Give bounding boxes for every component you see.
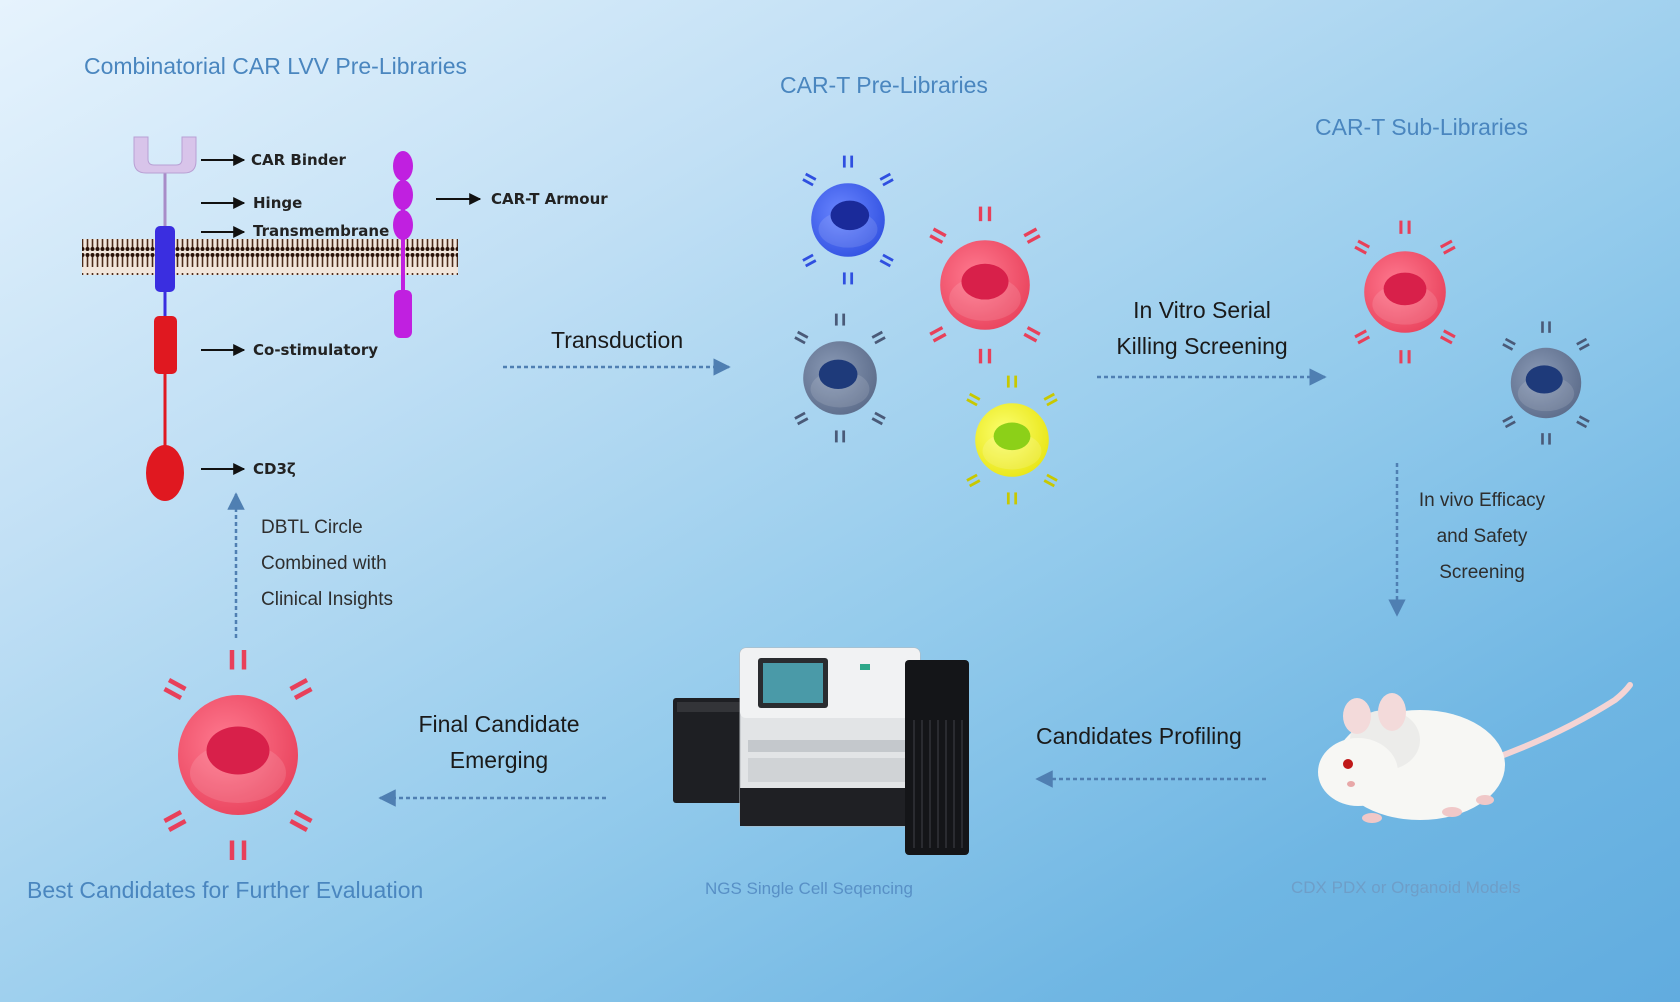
label-car-binder: CAR Binder xyxy=(251,151,346,169)
section-title-cart-sublibraries: CAR-T Sub-Libraries xyxy=(1315,114,1529,140)
step-candidates-profiling: Candidates Profiling xyxy=(1036,723,1242,749)
label-hinge: Hinge xyxy=(253,194,303,212)
cell-red-prelib xyxy=(929,206,1041,364)
ngs-sequencer-icon xyxy=(673,647,969,855)
car-t-armour-shape xyxy=(393,151,413,338)
section-title-cart-prelibraries: CAR-T Pre-Libraries xyxy=(780,72,988,98)
step-killing-screening: In Vitro Serial Killing Screening xyxy=(1116,297,1288,359)
flow-arrows xyxy=(227,358,1406,807)
cell-gray-prelib xyxy=(794,313,886,443)
car-construct-illustration xyxy=(82,136,482,501)
section-title-lvv-prelibraries: Combinatorial CAR LVV Pre-Libraries xyxy=(84,53,468,79)
costimulatory-domain xyxy=(154,316,177,374)
label-transmembrane: Transmembrane xyxy=(253,222,390,240)
label-costimulatory: Co-stimulatory xyxy=(253,341,379,359)
label-arrows xyxy=(201,154,482,475)
step-transduction: Transduction xyxy=(551,327,684,353)
label-cd3z: CD3ζ xyxy=(253,460,296,478)
cd3z-domain xyxy=(146,445,184,501)
cell-red-sublib xyxy=(1354,220,1456,364)
mouse-model-icon xyxy=(1318,682,1633,823)
car-binder-shape xyxy=(133,136,197,174)
caption-cdx-pdx-models: CDX PDX or Organoid Models xyxy=(1291,878,1521,897)
cell-gray-sublib xyxy=(1502,321,1590,445)
cell-blue-prelib xyxy=(802,155,894,285)
transmembrane-domain xyxy=(155,226,175,292)
cell-red-best-candidate xyxy=(163,650,313,860)
caption-best-candidates: Best Candidates for Further Evaluation xyxy=(27,877,424,903)
cell-membrane xyxy=(82,239,458,275)
step-final-candidate: Final Candidate Emerging xyxy=(418,711,580,773)
step-dbtl-circle: DBTL Circle Combined with Clinical Insig… xyxy=(261,517,393,610)
cell-yellow-prelib xyxy=(966,375,1058,505)
caption-ngs-sequencing: NGS Single Cell Seqencing xyxy=(705,879,913,898)
label-cart-armour: CAR-T Armour xyxy=(491,190,608,208)
step-invivo-screening: In vivo Efficacy and Safety Screening xyxy=(1418,490,1546,583)
